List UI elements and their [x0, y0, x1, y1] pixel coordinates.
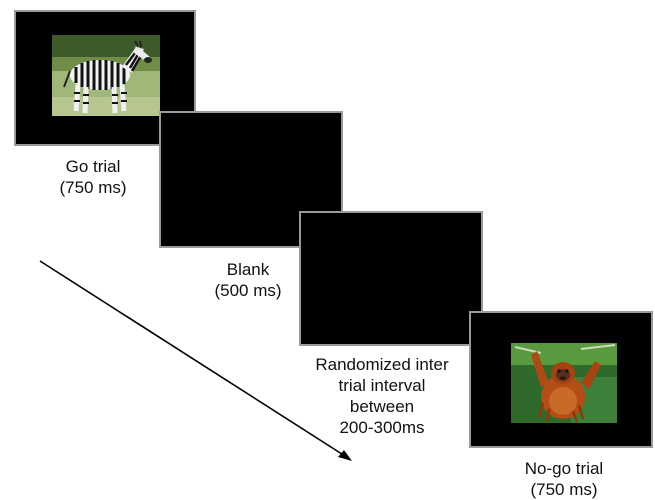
- nogo-trial-label: No-go trial (750 ms): [509, 458, 619, 500]
- iti-line-1: Randomized inter: [315, 355, 449, 374]
- orangutan-photo-icon: [511, 343, 617, 423]
- zebra-photo-icon: [52, 35, 160, 116]
- go-trial-name: Go trial: [65, 157, 121, 176]
- go-trial-label: Go trial (750 ms): [43, 156, 143, 198]
- go-trial-duration: (750 ms): [59, 178, 127, 197]
- iti-label: Randomized inter trial interval between …: [298, 354, 466, 438]
- iti-screen: [299, 211, 483, 346]
- nogo-trial-name: No-go trial: [524, 459, 604, 478]
- iti-line-3: between: [349, 397, 415, 416]
- blank-name: Blank: [226, 260, 270, 279]
- iti-line-2: trial interval: [338, 376, 426, 395]
- blank-label: Blank (500 ms): [198, 259, 298, 301]
- iti-line-4: 200-300ms: [339, 418, 425, 437]
- blank-duration: (500 ms): [214, 281, 282, 300]
- nogo-trial-duration: (750 ms): [530, 480, 598, 499]
- nogo-trial-screen: [469, 311, 653, 448]
